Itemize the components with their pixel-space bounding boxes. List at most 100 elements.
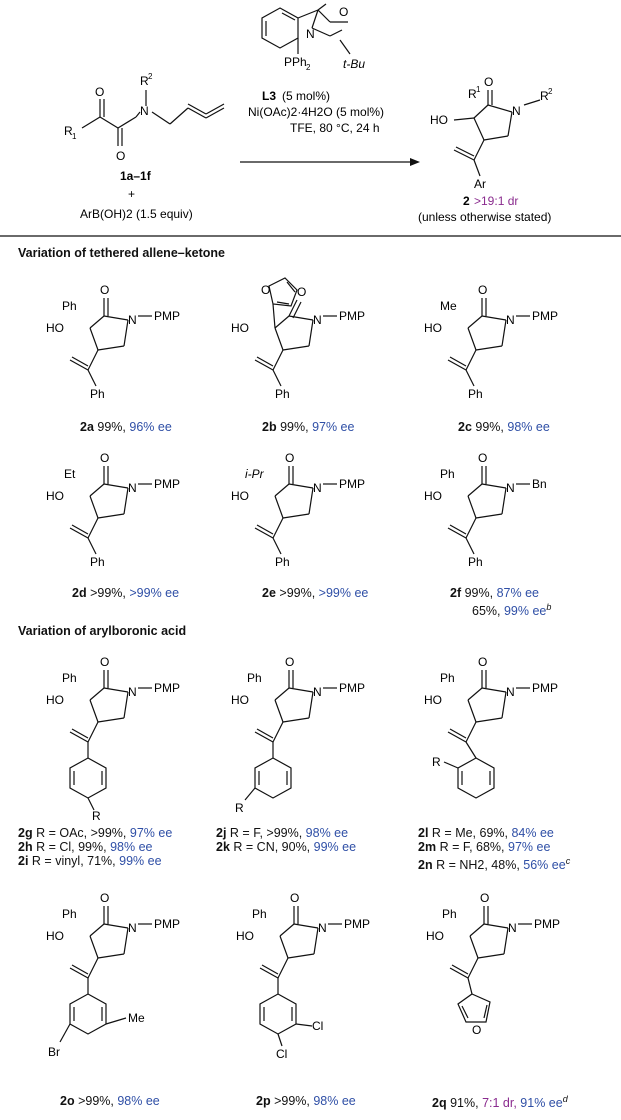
atom-n: N [128,921,137,935]
caption-2b: 2b 99%, 97% ee [262,420,355,434]
pmp-group: PMP [154,917,180,931]
structure-2e: O N PMP i-Pr HO Ph [231,451,365,569]
r1-group: Ph [440,671,455,685]
caption-2f-second: 65%, 99% eeb [472,602,552,619]
atom-r1: R [64,124,73,138]
atom-ho: HO [46,321,64,335]
atom-o: O [100,655,109,669]
aryl-group: Ph [275,555,290,569]
r1-group: Ph [440,467,455,481]
aryl-group: Ph [90,387,105,401]
pmp-group: PMP [339,477,365,491]
cl-group: Cl [276,1047,287,1061]
structure-2d: O N PMP Et HO Ph [46,451,180,569]
atom-n: N [128,685,137,699]
pmp-group: PMP [534,917,560,931]
caption-2g-2i: 2g R = OAc, >99%, 97% ee 2h R = Cl, 99%,… [18,826,173,868]
atom-o: O [290,891,299,905]
caption-2o: 2o >99%, 98% ee [60,1094,160,1108]
r1-group: Me [440,299,457,313]
r1-group: Et [64,467,76,481]
atom-ho: HO [231,489,249,503]
atom-o: O [100,891,109,905]
caption-2l-2n: 2l R = Me, 69%, 84% ee 2m R = F, 68%, 97… [418,826,571,873]
r1-group: Ph [247,671,262,685]
aryl-group: Ph [90,555,105,569]
atom-o: O [484,75,493,89]
boronic-acid: ArB(OH)2 (1.5 equiv) [80,207,193,221]
conditions: TFE, 80 °C, 24 h [290,121,380,135]
atom-n: N [128,481,137,495]
atom-n: N [140,104,149,118]
atom-ho: HO [236,929,254,943]
caption-2j-2k: 2j R = F, >99%, 98% ee 2k R = CN, 90%, 9… [216,826,357,854]
caption-2q: 2q 91%, 7:1 dr, 91% eed [432,1094,568,1111]
atom-o: O [100,451,109,465]
atom-n: N [506,481,515,495]
caption-2d: 2d >99%, >99% ee [72,586,180,600]
atom-ho: HO [424,693,442,707]
atom-o: O [285,655,294,669]
atom-o: O [339,5,348,19]
atom-n: N [306,27,315,41]
pmp-group: PMP [532,681,558,695]
pmp-group: PMP [154,477,180,491]
plus-sign: + [128,187,135,201]
ligand-tbu: t-Bu [343,57,365,71]
atom-ho: HO [430,113,448,127]
bn-group: Bn [532,477,547,491]
atom-o: O [478,283,487,297]
aryl-group: Ph [275,387,290,401]
atom-ho: HO [46,929,64,943]
svg-text:1: 1 [476,85,481,94]
r1-group: i-Pr [245,467,265,481]
svg-text:2: 2 [148,72,153,81]
r-group: R [235,801,244,815]
atom-ho: HO [424,489,442,503]
atom-ho: HO [231,693,249,707]
product-dr: >19:1 dr [474,194,518,208]
pmp-group: PMP [339,681,365,695]
atom-ho: HO [426,929,444,943]
me-group: Me [128,1011,145,1025]
atom-n: N [313,481,322,495]
r1-group: Ph [62,299,77,313]
structure-2a: O N PMP Ph HO Ph [46,283,180,401]
atom-o: O [116,149,125,163]
pmp-group: PMP [154,309,180,323]
atom-o: O [297,285,306,299]
atom-ho: HO [46,693,64,707]
aryl-group: Ph [468,555,483,569]
atom-r1: R [468,87,477,101]
atom-ho: HO [46,489,64,503]
atom-n: N [508,921,517,935]
atom-ho: HO [231,321,249,335]
atom-n: N [313,685,322,699]
pmp-group: PMP [532,309,558,323]
r-group: R [432,755,441,769]
section-title: Variation of tethered allene–ketone [18,246,226,260]
pmp-group: PMP [339,309,365,323]
structure-2p: O N PMP Ph HO Cl Cl [236,891,370,1061]
atom-o: O [478,655,487,669]
catalyst: Ni(OAc)2·4H2O (5 mol%) [248,105,384,119]
cl-group: Cl [312,1019,323,1033]
section-title: Variation of arylboronic acid [18,624,187,638]
caption-2f: 2f 99%, 87% ee [450,586,539,600]
atom-n: N [128,313,137,327]
atom-n: N [512,104,521,118]
atom-r2: R [540,89,549,103]
product-label: 2 [463,194,470,208]
ligand-name: L3 [262,89,276,103]
structure-2j: O N PMP Ph HO R [231,655,365,815]
svg-text:2: 2 [306,63,311,72]
atom-ho: HO [424,321,442,335]
r1-group: Ph [62,671,77,685]
caption-2a: 2a 99%, 96% ee [80,420,172,434]
atom-n: N [506,685,515,699]
pmp-group: PMP [344,917,370,931]
reactant-label: 1a–1f [120,169,152,183]
atom-r2: R [140,74,149,88]
r-group: R [92,809,101,820]
r1-group: Ph [442,907,457,921]
